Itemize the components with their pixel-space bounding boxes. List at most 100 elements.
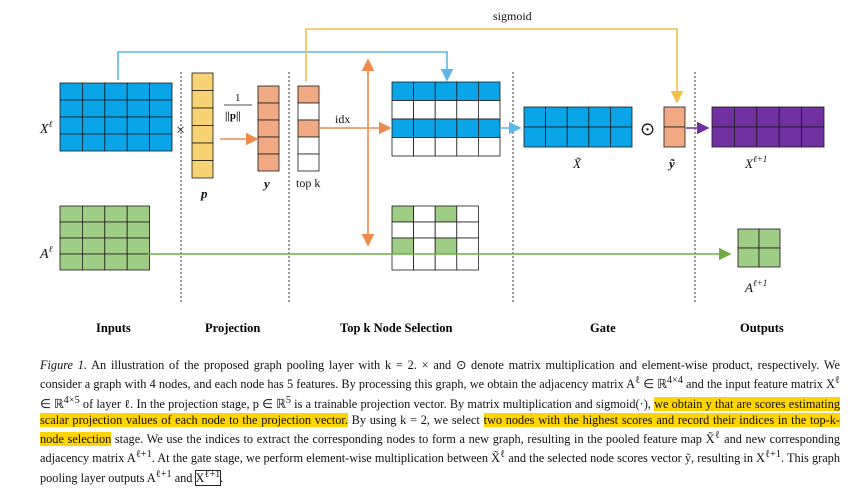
topk-score-vector-cell: [297, 136, 320, 155]
output-feature-matrix-cell: [756, 126, 780, 148]
matrix-grids: [59, 72, 825, 271]
selected-feature-rows-cell: [391, 118, 415, 138]
selected-feature-rows-cell: [456, 137, 479, 157]
selected-feature-rows-cell: [413, 137, 436, 157]
projection-vector-p: [191, 72, 214, 179]
input-feature-matrix-cell: [149, 116, 173, 135]
input-feature-matrix-cell: [59, 116, 83, 135]
selected-feature-rows-cell: [434, 137, 458, 157]
selected-scores-ytilde-cell: [663, 106, 686, 128]
output-adjacency-matrix-cell: [737, 228, 760, 249]
input-feature-matrix: [59, 82, 173, 152]
output-feature-matrix: [711, 106, 825, 148]
pooled-feature-xtilde-cell: [566, 126, 590, 148]
selected-adjacency-matrix-cell: [434, 253, 458, 271]
caption-cursor-selection: Xℓ+1: [194, 468, 222, 486]
projection-vector-p-cell: [191, 107, 214, 126]
selected-adjacency-matrix-cell: [391, 237, 415, 255]
selected-feature-rows-cell: [434, 100, 458, 120]
input-feature-matrix-cell: [59, 133, 83, 152]
input-feature-matrix-cell: [82, 133, 106, 152]
stage-title-gate: Gate: [590, 321, 616, 335]
selected-feature-rows-cell: [477, 137, 501, 157]
selected-feature-rows-cell: [456, 118, 479, 138]
input-feature-matrix-cell: [149, 133, 173, 152]
pooled-feature-xtilde-cell: [610, 106, 633, 128]
input-adjacency-matrix-cell: [104, 221, 128, 239]
stage-title-inputs: Inputs: [96, 321, 131, 335]
selected-feature-rows-cell: [413, 118, 436, 138]
figure-number: Figure 1.: [40, 358, 88, 372]
input-feature-matrix-cell: [104, 116, 128, 135]
ytilde-label: ỹ: [667, 156, 676, 171]
topk-score-vector-cell: [297, 102, 320, 121]
selected-scores-ytilde: [663, 106, 686, 148]
input-feature-matrix-cell: [126, 82, 150, 101]
pooled-feature-xtilde-cell: [545, 126, 568, 148]
pooled-feature-xtilde-cell: [566, 106, 590, 128]
selected-adjacency-matrix-cell: [456, 253, 479, 271]
input-adjacency-matrix-cell: [104, 205, 128, 223]
x-input-label: Xℓ: [39, 119, 53, 137]
input-feature-matrix-cell: [149, 99, 173, 118]
selected-adjacency-matrix-cell: [434, 221, 458, 239]
selected-adjacency-matrix-cell: [413, 221, 436, 239]
projection-vector-p-cell: [191, 90, 214, 109]
pooled-feature-xtilde-cell: [523, 106, 547, 128]
projection-vector-p-cell: [191, 160, 214, 179]
input-adjacency-matrix-cell: [59, 237, 83, 255]
output-adjacency-matrix-cell: [758, 247, 781, 268]
input-feature-matrix-cell: [82, 82, 106, 101]
topk-score-vector-cell: [297, 153, 320, 172]
odot-symbol: ⊙: [640, 119, 655, 139]
input-adjacency-matrix-cell: [82, 205, 106, 223]
selected-adjacency-matrix-cell: [391, 253, 415, 271]
topk-score-vector-cell: [297, 119, 320, 138]
selected-adjacency-matrix-cell: [413, 205, 436, 223]
xtilde-label: X̃: [572, 156, 582, 171]
input-adjacency-matrix-cell: [126, 221, 150, 239]
sigmoid-arrow: [305, 28, 684, 104]
output-feature-matrix-cell: [801, 106, 825, 128]
output-feature-matrix-cell: [711, 126, 735, 148]
selected-adjacency-matrix-cell: [413, 237, 436, 255]
output-adjacency-matrix-cell: [758, 228, 781, 249]
selected-feature-rows-cell: [413, 100, 436, 120]
output-feature-matrix-cell: [778, 106, 803, 128]
selected-adjacency-matrix-cell: [456, 205, 479, 223]
selected-feature-rows-cell: [456, 81, 479, 101]
a-input-label: Aℓ: [39, 244, 53, 262]
input-feature-matrix-cell: [59, 99, 83, 118]
selected-feature-rows-cell: [456, 100, 479, 120]
selected-feature-rows-cell: [391, 100, 415, 120]
selected-adjacency-matrix-cell: [434, 205, 458, 223]
input-adjacency-matrix-cell: [126, 253, 150, 271]
selected-adjacency-matrix-cell: [456, 221, 479, 239]
input-feature-matrix-cell: [82, 116, 106, 135]
input-feature-matrix-cell: [82, 99, 106, 118]
selected-feature-rows-cell: [391, 137, 415, 157]
input-adjacency-matrix-cell: [59, 221, 83, 239]
score-vector-y-cell: [257, 153, 280, 172]
stage-title-projection: Projection: [205, 321, 260, 335]
input-feature-matrix-cell: [104, 99, 128, 118]
x-output-label: Xℓ+1: [744, 154, 767, 171]
selected-feature-rows-cell: [434, 118, 458, 138]
input-feature-matrix-cell: [59, 82, 83, 101]
input-feature-matrix-cell: [149, 82, 173, 101]
pooled-feature-xtilde-cell: [545, 106, 568, 128]
times-symbol: ×: [176, 122, 185, 139]
input-feature-matrix-cell: [126, 116, 150, 135]
selected-feature-rows: [391, 81, 501, 157]
input-feature-matrix-cell: [104, 133, 128, 152]
input-adjacency-matrix-cell: [126, 205, 150, 223]
input-adjacency-matrix-cell: [59, 253, 83, 271]
y-label: y: [262, 176, 270, 191]
output-feature-matrix-cell: [756, 106, 780, 128]
selected-adjacency-matrix-cell: [391, 221, 415, 239]
output-feature-matrix-cell: [734, 126, 758, 148]
score-vector-y-cell: [257, 136, 280, 155]
output-feature-matrix-cell: [801, 126, 825, 148]
selected-feature-rows-cell: [477, 118, 501, 138]
selected-feature-rows-cell: [391, 81, 415, 101]
